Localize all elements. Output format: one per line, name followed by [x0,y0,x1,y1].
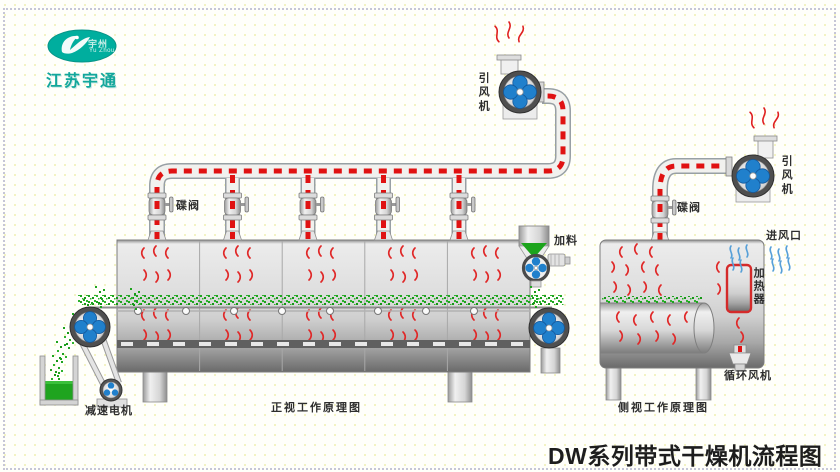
caption-side-view: 侧视工作原理图 [618,402,709,414]
rotary-feeder [521,253,551,283]
conveyor-belt [78,295,564,315]
label-induced-fan-left: 引风机 [477,72,490,114]
lower-belt [117,340,530,348]
logo-brand-en: Yu Zhou [89,48,115,54]
company-logo [47,29,117,63]
exhaust-duct-side [652,158,731,242]
label-air-inlet: 进风口 [766,230,802,242]
logo-brand-zh: 宇州 [88,39,109,49]
tail-pulley [528,307,570,349]
exhaust-stack [757,139,774,159]
dryer-body-front [116,239,531,373]
front-view-machine [39,21,571,408]
head-pulley [69,306,111,348]
material-layer [78,295,564,305]
drop-pipes [225,175,467,240]
circulation-fan [728,344,752,372]
butterfly-valve-side [650,195,677,224]
label-butterfly-valve-right: 碟阀 [677,202,701,214]
material-bucket [39,355,79,406]
inner-drum [599,296,715,354]
pulley-support [540,347,561,374]
side-view-machine [599,107,791,401]
heater [725,263,753,314]
caption-front-view: 正视工作原理图 [271,402,362,414]
feed-system [518,225,571,308]
feeder-motor [547,253,571,267]
label-heater: 加热器 [752,267,765,306]
label-induced-fan-right: 引风机 [780,155,793,197]
induced-draft-fan-right [725,107,780,203]
induced-draft-fan-left [493,21,545,120]
company-name: 江苏宇通 [45,73,118,90]
label-reduction-motor: 减速电机 [85,405,133,417]
side-legs [605,365,712,401]
diagram-title: DW系列带式干燥机流程图 [548,443,823,469]
label-feed: 加料 [554,235,578,247]
motor-pulley [99,378,123,402]
label-circulation-fan: 循环风机 [724,370,772,382]
hopper-material [521,243,547,258]
label-butterfly-valve-left: 碟阀 [176,200,200,212]
material-on-drum [602,296,702,303]
drive-train [69,306,570,408]
exhaust-duct-front [149,88,571,240]
